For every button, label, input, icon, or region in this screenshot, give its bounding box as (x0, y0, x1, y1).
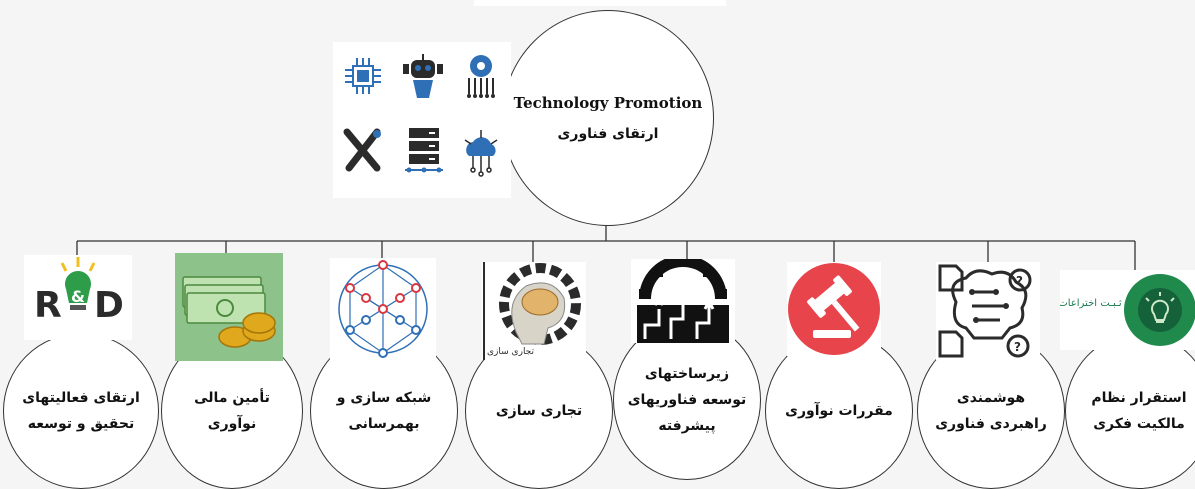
svg-text:&: & (71, 287, 85, 306)
root-node: Technology Promotion ارتقای فناوری (502, 10, 714, 226)
child-node-rnd: ارتقای فعالیتهای تحقیق و توسعه (3, 333, 159, 489)
child-node-regulation: مقررات نوآوری (765, 333, 913, 489)
top-banner (474, 0, 726, 6)
child-node-ip: استقرار نظام مالکیت فکری (1065, 333, 1195, 489)
server-icon (405, 128, 443, 173)
child-label-line2: تحقیق و توسعه (27, 416, 135, 432)
diagram-canvas: Technology Promotion ارتقای فناوری (3, 0, 1195, 489)
tools-icon (343, 128, 381, 172)
svg-text:D: D (94, 285, 124, 326)
child-label-line2: راهبردی فناوری (935, 416, 1047, 432)
icon-caption: تجاری سازی (487, 347, 534, 357)
child-label-line1: استقرار نظام (1091, 390, 1187, 406)
root-icon-grid (333, 42, 511, 198)
root-title-en: Technology Promotion (513, 94, 703, 112)
child-label-line2: مالکیت فکری (1093, 416, 1185, 432)
child-label-line2: توسعه فناوریهای (627, 392, 747, 408)
child-node-infrastructure: زیرساختهای توسعه فناوریهای پیشرفته (613, 320, 761, 480)
root-title-fa: ارتقای فناوری (557, 126, 659, 142)
svg-text:?: ? (1016, 274, 1023, 288)
child-label-line1: زیرساختهای (644, 366, 730, 382)
child-label-line1: هوشمندی (956, 390, 1026, 406)
growth-gear-icon (631, 255, 735, 343)
child-label-line1: مقررات نوآوری (785, 403, 893, 419)
rnd-bulb-icon: R & D (24, 255, 132, 340)
brain-gear-icon: تجاری سازی (482, 262, 586, 360)
gavel-icon (787, 262, 881, 356)
chip-icon (345, 58, 381, 94)
icon-caption: ثـبـت اختراعات (1060, 298, 1122, 309)
child-label-line1: ارتقای فعالیتهای (22, 390, 140, 406)
cloud-network-icon (464, 130, 498, 177)
child-label-line1: شبکه سازی و (336, 390, 432, 406)
child-label-line2: بهمرسانی (348, 416, 420, 432)
child-label-line2: نوآوری (207, 416, 257, 432)
robot-icon (403, 54, 443, 98)
svg-text:?: ? (1014, 340, 1021, 354)
child-label-line3: پیشرفته (658, 418, 716, 434)
patent-bulb-icon: ثـبـت اختراعات (1058, 270, 1195, 350)
child-label-line1: تجاری سازی (495, 403, 583, 419)
network-nodes-icon (330, 258, 436, 360)
ai-brain-icon: ? ? (936, 262, 1040, 360)
svg-text:R: R (34, 285, 62, 326)
money-stack-icon (175, 253, 283, 361)
child-label-line1: تأمین مالی (194, 390, 270, 406)
gear-chip-icon (467, 55, 495, 98)
